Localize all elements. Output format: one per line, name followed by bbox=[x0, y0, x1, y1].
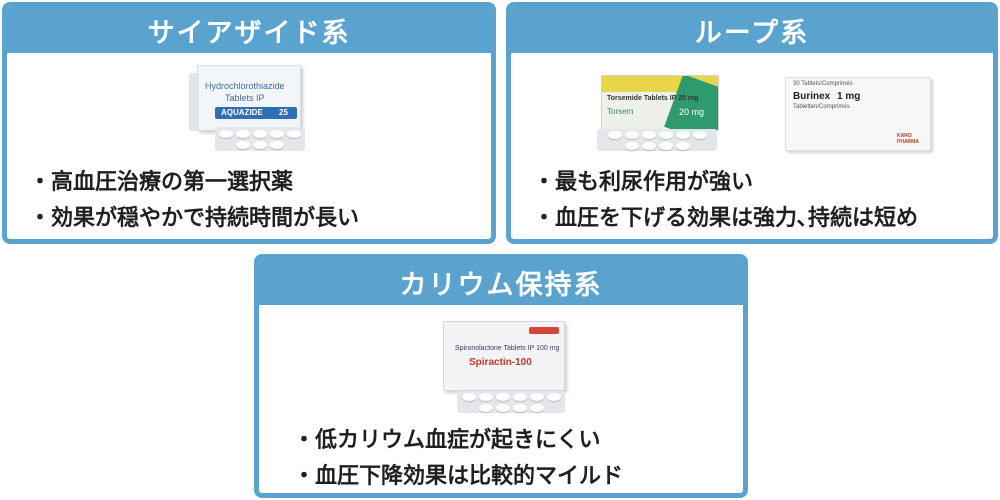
product-brand-strength: 25 bbox=[279, 108, 288, 117]
product-subtitle: Tablets IP bbox=[225, 93, 265, 103]
bullet-list: ・高血圧治療の第一選択薬 ・効果が穏やかで持続時間が長い bbox=[29, 165, 359, 237]
product-name: Burinex bbox=[793, 91, 831, 102]
bullet-list: ・最も利尿作用が強い ・血圧を下げる効果は強力､持続は短め bbox=[533, 165, 918, 237]
product-image-spironolactone: Spironolactone Tablets IP 100 mg Spiract… bbox=[443, 321, 569, 415]
bullet-item: ・効果が穏やかで持続時間が長い bbox=[29, 206, 360, 231]
card-potassium-sparing: カリウム保持系 Spironolactone Tablets IP 100 mg… bbox=[254, 254, 748, 498]
product-image-torsemide: Torsemide Tablets IP 20 mg Torsem 20 mg bbox=[597, 75, 727, 155]
card-title: サイアザイド系 bbox=[7, 7, 491, 53]
bullet-item: ・血圧下降効果は比較的マイルド bbox=[293, 464, 624, 489]
product-name: Torsemide Tablets IP 20 mg bbox=[607, 95, 699, 102]
product-brand: Torsem bbox=[607, 107, 634, 116]
card-thiazide: サイアザイド系 Hydrochlorothiazide Tablets IP A… bbox=[2, 2, 496, 244]
product-name: Hydrochlorothiazide bbox=[205, 81, 285, 91]
product-image-hydrochlorothiazide: Hydrochlorothiazide Tablets IP AQUAZIDE … bbox=[189, 65, 309, 155]
product-subtitle: Tabletten/Comprimés bbox=[793, 104, 850, 110]
card-loop: ループ系 Torsemide Tablets IP 20 mg Torsem 2… bbox=[506, 2, 998, 244]
bullet-item: ・血圧を下げる効果は強力､持続は短め bbox=[533, 206, 919, 231]
bullet-item: ・最も利尿作用が強い bbox=[533, 170, 754, 195]
product-strength: 20 mg bbox=[679, 107, 705, 117]
product-brand: AQUAZIDE bbox=[221, 108, 263, 117]
bullet-list: ・低カリウム血症が起きにくい ・血圧下降効果は比較的マイルド bbox=[293, 423, 624, 493]
product-image-burinex: 30 Tablets/Comprimés Burinex 1 mg Tablet… bbox=[785, 77, 931, 151]
product-name: Spironolactone Tablets IP 100 mg bbox=[455, 345, 560, 352]
product-maker: KARO PHARMA bbox=[897, 133, 919, 145]
product-brand: Spiractin-100 bbox=[469, 357, 532, 368]
product-strength: 1 mg bbox=[837, 91, 861, 102]
card-title: ループ系 bbox=[511, 7, 993, 53]
card-title: カリウム保持系 bbox=[259, 259, 743, 305]
product-top-label: 30 Tablets/Comprimés bbox=[793, 81, 853, 87]
bullet-item: ・低カリウム血症が起きにくい bbox=[293, 428, 601, 453]
bullet-item: ・高血圧治療の第一選択薬 bbox=[29, 170, 294, 195]
